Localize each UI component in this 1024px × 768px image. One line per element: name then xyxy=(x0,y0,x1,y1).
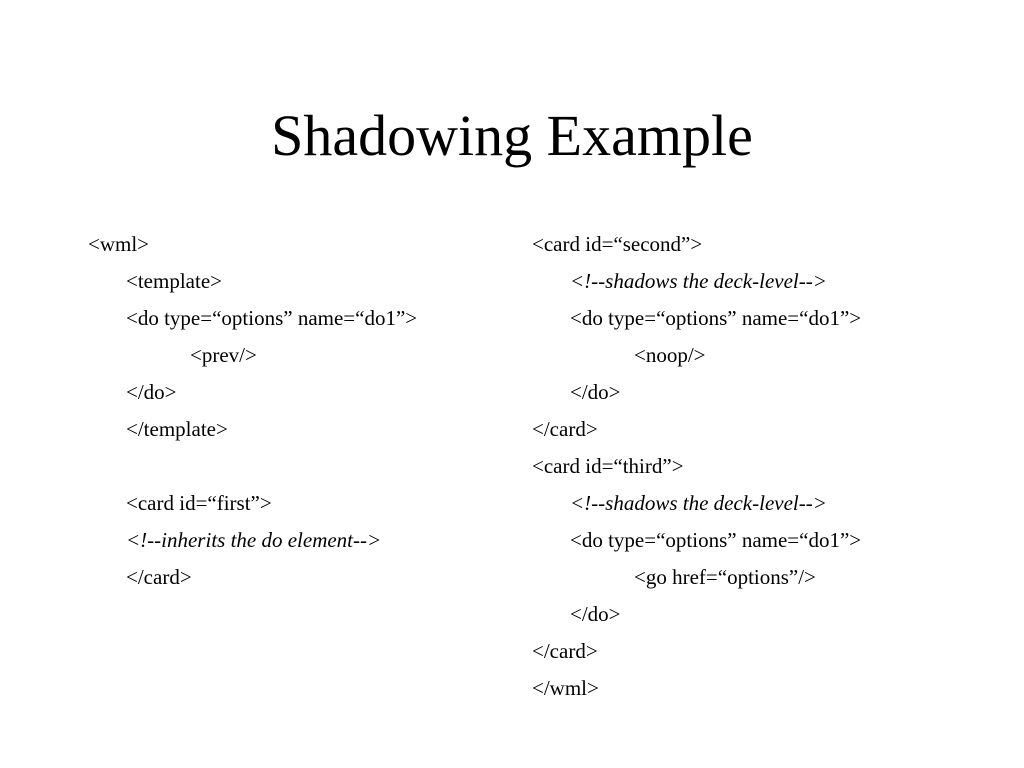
code-line: <do type=“options” name=“do1”> xyxy=(570,528,862,552)
code-line: <card id=“third”> xyxy=(532,454,684,478)
code-line: <card id=“first”> xyxy=(126,491,272,515)
code-line: </do> xyxy=(570,380,621,404)
code-line: </wml> xyxy=(532,676,599,700)
code-line: <go href=“options”/> xyxy=(634,565,816,589)
code-line: <card id=“second”> xyxy=(532,232,703,256)
code-line xyxy=(88,448,508,485)
code-line: </template> xyxy=(126,417,228,441)
code-line: </card> xyxy=(126,565,192,589)
left-code-column: <wml> <template> <do type=“options” name=“… xyxy=(88,226,508,596)
code-line: <template> xyxy=(126,269,222,293)
code-line: <wml> xyxy=(88,232,150,256)
right-code-column: <card id=“second”> <!--shadows the deck-l… xyxy=(532,226,1002,707)
code-comment-line: <!--shadows the deck-level--> xyxy=(570,269,827,293)
code-line: <do type=“options” name=“do1”> xyxy=(126,306,418,330)
slide-title: Shadowing Example xyxy=(271,103,753,168)
code-comment-line: <!--shadows the deck-level--> xyxy=(570,491,827,515)
code-line: <do type=“options” name=“do1”> xyxy=(570,306,862,330)
code-line: </do> xyxy=(126,380,177,404)
code-line: </do> xyxy=(570,602,621,626)
code-line: </card> xyxy=(532,417,598,441)
code-line: <noop/> xyxy=(634,343,706,367)
code-comment-line: <!--inherits the do element--> xyxy=(126,528,382,552)
code-line: </card> xyxy=(532,639,598,663)
code-line: <prev/> xyxy=(190,343,257,367)
